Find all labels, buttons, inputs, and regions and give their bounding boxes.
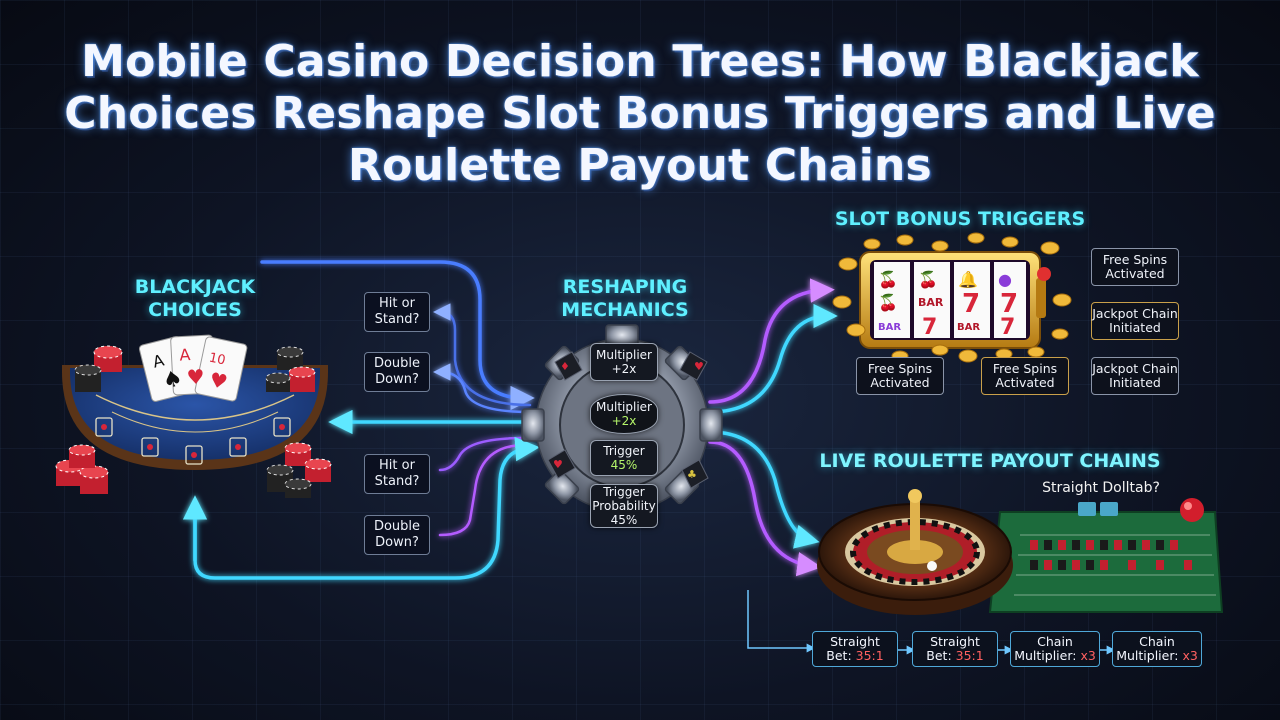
slot-outcome-jackpot-chain-1: Jackpot Chain Initiated bbox=[1091, 302, 1179, 340]
gear-label-main: Multiplier bbox=[596, 348, 652, 362]
payout-value: x3 bbox=[1080, 648, 1096, 663]
choice-hit-or-stand-2: Hit or Stand? bbox=[364, 454, 430, 494]
svg-text:10: 10 bbox=[208, 350, 227, 368]
playing-cards: A ♠ A ♥ 10 ♥ bbox=[138, 334, 248, 402]
payout-value: 35:1 bbox=[955, 648, 984, 663]
flow-line-double1 bbox=[433, 363, 532, 414]
flow-line-slot-mid bbox=[708, 303, 838, 414]
blackjack-table bbox=[62, 365, 328, 470]
payout-line1: Chain bbox=[1037, 634, 1073, 649]
choice-double-down-1: Double Down? bbox=[364, 352, 430, 392]
payout-chain-connector bbox=[747, 590, 816, 653]
gear-label-multiplier-1: Multiplier+2x bbox=[590, 343, 658, 381]
payout-straight-bet-1: Straight Bet: 35:1 bbox=[812, 631, 898, 667]
mechanics-heading: RESHAPING MECHANICS bbox=[561, 276, 689, 321]
svg-text:A: A bbox=[151, 351, 166, 372]
payout-line2: Multiplier: bbox=[1014, 648, 1081, 663]
blackjack-heading: BLACKJACK CHOICES bbox=[134, 276, 256, 321]
svg-text:A: A bbox=[179, 345, 191, 365]
flow-line-roulette-bottom bbox=[708, 440, 822, 577]
slot-coins bbox=[832, 232, 1072, 363]
gear-label-main: Multiplier bbox=[596, 400, 652, 414]
flow-line-slot-top bbox=[708, 278, 835, 404]
payout-value: 35:1 bbox=[855, 648, 884, 663]
roulette-top-label: Straight Dolltab? bbox=[1042, 480, 1160, 496]
payout-chain-multiplier-1: Chain Multiplier: x3 bbox=[1010, 631, 1100, 667]
payout-straight-bet-2: Straight Bet: 35:1 bbox=[912, 631, 998, 667]
slot-outcome-free-spins-2: Free Spins Activated bbox=[856, 357, 944, 395]
slot-heading: SLOT BONUS TRIGGERS bbox=[834, 208, 1086, 230]
gear-label-main: Trigger bbox=[603, 444, 645, 458]
roulette-heading: LIVE ROULETTE PAYOUT CHAINS bbox=[819, 450, 1161, 472]
gear-label-main: Trigger Probability bbox=[592, 485, 656, 513]
payout-line1: Chain bbox=[1139, 634, 1175, 649]
flow-line-top bbox=[260, 260, 535, 411]
flow-line-roulette-top bbox=[708, 430, 820, 549]
slot-outcome-free-spins-3: Free Spins Activated bbox=[981, 357, 1069, 395]
payout-chain-multiplier-2: Chain Multiplier: x3 bbox=[1112, 631, 1202, 667]
page-title: Mobile Casino Decision Trees: How Blackj… bbox=[64, 36, 1216, 191]
svg-text:♥: ♥ bbox=[186, 364, 205, 389]
svg-text:♣: ♣ bbox=[687, 468, 697, 481]
payout-line2: Bet: bbox=[826, 648, 856, 663]
svg-text:♦: ♦ bbox=[560, 360, 570, 373]
slot-outcome-free-spins-1: Free Spins Activated bbox=[1091, 248, 1179, 286]
payout-line2: Bet: bbox=[926, 648, 956, 663]
payout-line2: Multiplier: bbox=[1116, 648, 1183, 663]
gear-label-accent: +2x bbox=[611, 362, 637, 376]
flow-line-bottom bbox=[193, 436, 540, 580]
gear-label-accent: 45% bbox=[610, 513, 638, 527]
gear-label-multiplier-2: Multiplier+2x bbox=[590, 394, 658, 434]
payout-line1: Straight bbox=[930, 634, 980, 649]
choice-hit-or-stand-1: Hit or Stand? bbox=[364, 292, 430, 332]
svg-text:♥: ♥ bbox=[207, 367, 230, 394]
svg-text:♥: ♥ bbox=[694, 360, 704, 373]
roulette-layout bbox=[988, 498, 1224, 613]
svg-text:♥: ♥ bbox=[553, 458, 563, 471]
payout-value: x3 bbox=[1182, 648, 1198, 663]
gear-label-accent: 45% bbox=[610, 458, 638, 472]
poker-chips bbox=[55, 345, 332, 498]
slot-machine bbox=[859, 251, 1051, 349]
payout-line1: Straight bbox=[830, 634, 880, 649]
slot-outcome-jackpot-chain-2: Jackpot Chain Initiated bbox=[1091, 357, 1179, 395]
flow-line-double2 bbox=[438, 443, 527, 537]
roulette-wheel bbox=[817, 489, 1013, 615]
flow-line-hit1 bbox=[433, 303, 532, 407]
flow-line-hit2 bbox=[438, 436, 527, 472]
gear-label-accent: +2x bbox=[611, 414, 637, 428]
choice-double-down-2: Double Down? bbox=[364, 515, 430, 555]
